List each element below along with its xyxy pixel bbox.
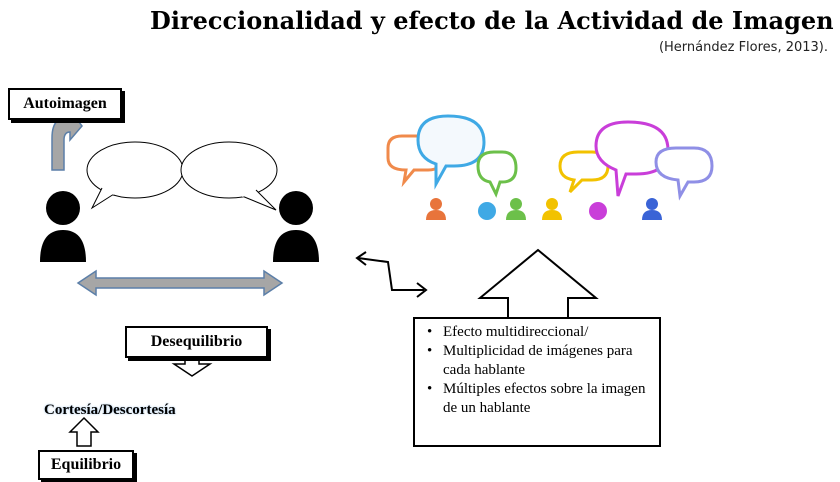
person-yellow-icon (542, 198, 562, 220)
person-green-icon (506, 198, 526, 220)
desequilibrio-label: Desequilibrio (150, 333, 243, 350)
person-blue-icon (478, 202, 496, 220)
bidirectional-arrow-icon (76, 269, 284, 297)
speech-bubble-right-icon (180, 141, 278, 211)
person-magenta-icon (589, 202, 607, 220)
autoimagen-label-box: Autoimagen (8, 88, 122, 120)
cortesia-descortesia-label: Cortesía/Descortesía (44, 402, 176, 418)
person-navy-icon (642, 198, 662, 220)
up-arrow-small-icon (68, 416, 100, 447)
chat-bubble-blue-icon (416, 114, 486, 190)
slide-title: Direccionalidad y efecto de la Actividad… (150, 6, 834, 35)
autoimagen-label: Autoimagen (23, 95, 107, 112)
citation: (Hernández Flores, 2013). (658, 40, 828, 55)
chat-bubble-purple-icon (654, 146, 714, 201)
chat-bubble-green-icon (476, 150, 518, 198)
bullet-item: Efecto multidireccional/ (427, 323, 653, 342)
equilibrio-label-box: Equilibrio (38, 450, 134, 480)
effects-bullet-list: Efecto multidireccional/ Multiplicidad d… (421, 323, 653, 418)
up-arrow-outline-icon (477, 248, 599, 319)
self-reference-arrow-icon (51, 107, 83, 171)
down-arrow-small-icon (171, 358, 213, 377)
person-left-icon (40, 191, 86, 262)
elbow-arrow-icon (355, 251, 428, 298)
bullet-item: Múltiples efectos sobre la imagen de un … (427, 380, 653, 418)
desequilibrio-label-box: Desequilibrio (125, 326, 268, 358)
equilibrio-label: Equilibrio (50, 456, 122, 473)
bullet-item: Multiplicidad de imágenes para cada habl… (427, 342, 653, 380)
person-orange-icon (426, 198, 446, 220)
speech-bubble-left-icon (86, 141, 184, 210)
effects-bullet-box: Efecto multidireccional/ Multiplicidad d… (413, 317, 661, 447)
group-chat-illustration (386, 114, 714, 220)
person-right-icon (273, 191, 319, 262)
